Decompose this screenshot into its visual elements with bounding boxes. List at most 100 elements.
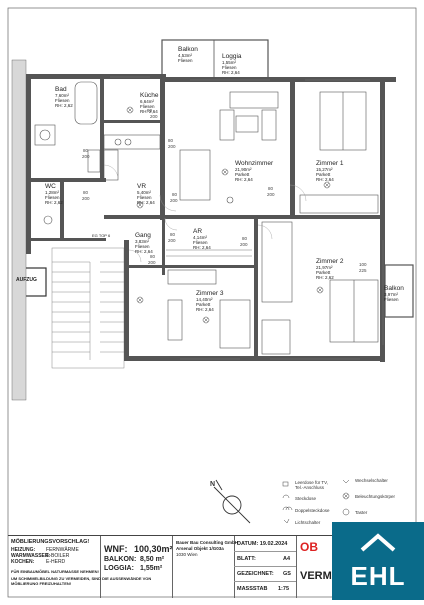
room-area: 1,55m² [222,60,237,65]
wnf-value: 100,30m² [134,544,173,554]
svg-text:200: 200 [82,196,90,201]
svg-text:80: 80 [170,232,176,237]
stairwell [51,247,125,369]
gezeichnet-label: GEZEICHNET: [237,571,274,577]
room-rh: RH: 2,64 [137,200,155,206]
north-arrow [213,479,251,524]
room-floor: Fliesen [193,240,208,246]
living-furniture [179,91,279,204]
loggia-label: LOGGIA: [104,565,134,572]
svg-text:225: 225 [359,268,367,273]
svg-text:200: 200 [168,144,176,149]
balkon-value: 8,50 m² [140,556,165,563]
room-name: Balkon [384,285,404,292]
legend-toggle-switch: Wechselschalter [355,478,388,483]
datum: DATUM: 19.02.2024 [237,541,288,547]
house-icon [360,533,396,552]
company-address1: Arsenal Objekt 1/G03a [176,546,224,551]
legend-button: Taster [355,510,368,515]
svg-text:80: 80 [242,236,248,241]
warmwasser-label: WARMWASSER: [11,553,51,559]
bedroom1-furniture [299,91,379,214]
massstab-value: 1:75 [278,586,290,592]
room-area: 14,40m² [196,297,213,302]
massstab-label: MASSSTAB [237,586,268,592]
room-name: Wohnzimmer [235,160,274,167]
svg-text:200: 200 [168,238,176,243]
kochen-label: KOCHEN: [11,559,35,565]
title-block: MÖBLIERUNGSVORSCHLAG! HEIZUNG: FERNWÄRME… [8,535,416,598]
walls [26,74,396,362]
company-name: Bauer Bau Consulting GmbH [176,540,239,545]
svg-text:80: 80 [150,254,156,259]
room-rh: RH: 2,64 [193,245,211,251]
legend-icons [282,479,350,524]
svg-text:80: 80 [147,108,153,113]
room-floor: Fliesen [45,195,60,201]
room-floor: Fliesen [55,98,70,104]
room-name: Gang [135,232,151,239]
room-name: Balkon [178,46,198,53]
warmwasser-value: E-BOILER [46,553,70,559]
room-name: Zimmer 1 [316,160,344,167]
blatt-label: BLATT: [237,556,256,562]
ehl-logo: EHL [332,522,424,600]
room-name: Zimmer 3 [196,290,224,297]
room-name: Bad [55,86,67,93]
room-name: WC [45,183,56,190]
room-area: 1,28m² [45,190,60,195]
room-rh: RH: 2,64 [316,177,334,183]
heizung-label: HEIZUNG: [11,547,36,553]
unit-label: EG TOP 6 [92,233,111,238]
svg-text:80: 80 [168,138,174,143]
bedroom2-furniture [261,221,379,355]
room-rh: RH: 2,64 [135,249,153,255]
room-floor: Parkett [196,302,211,308]
verm-text: VERM [300,570,332,582]
room-area: 3,83m² [135,239,150,244]
room-rh: RH: 2,62 [55,103,73,109]
room-area: 15,27m² [316,167,333,172]
svg-text:80: 80 [83,190,89,195]
sheet-frame [7,7,417,598]
lamp-symbols [126,106,331,324]
legend-tv: Leerdose für TV, Tel.-Anschluss [295,480,329,490]
room-floor: Parkett [316,270,331,276]
balcony-right-outline [384,264,414,318]
bedroom3-furniture [167,269,251,349]
svg-text:200: 200 [170,198,178,203]
room-rh: RH: 2,64 [222,70,240,76]
room-name: Zimmer 2 [316,258,344,265]
room-floor: Fliesen [222,65,237,71]
ob-text: OB [300,540,318,554]
room-area: 5,40m² [137,190,152,195]
svg-text:200: 200 [267,192,275,197]
svg-text:200: 200 [82,154,90,159]
room-floor: Fliesen [178,58,193,64]
svg-text:200: 200 [148,260,156,265]
room-rh: RH: 2,62 [45,200,63,206]
room-area: 6,64m² [140,99,155,104]
logo-text: EHL [350,561,406,591]
room-area: 21,90m² [235,167,252,172]
loggia-value: 1,55m² [140,565,163,572]
room-name: AR [193,228,203,235]
legend-double-socket: Doppelsteckdose [295,508,330,513]
bath-furniture [34,81,101,225]
room-rh: RH: 2,64 [140,109,158,115]
svg-text:200: 200 [150,114,158,119]
kitchen-furniture [103,134,161,181]
einbau-note: FÜR EINBAUMÖBEL NATURMASSE NEHMEN! [11,569,99,574]
room-floor: Parkett [316,172,331,178]
moeblierung-note: MÖBLIERUNGSVORSCHLAG! [11,539,90,545]
elevator-label: AUFZUG [16,277,37,283]
